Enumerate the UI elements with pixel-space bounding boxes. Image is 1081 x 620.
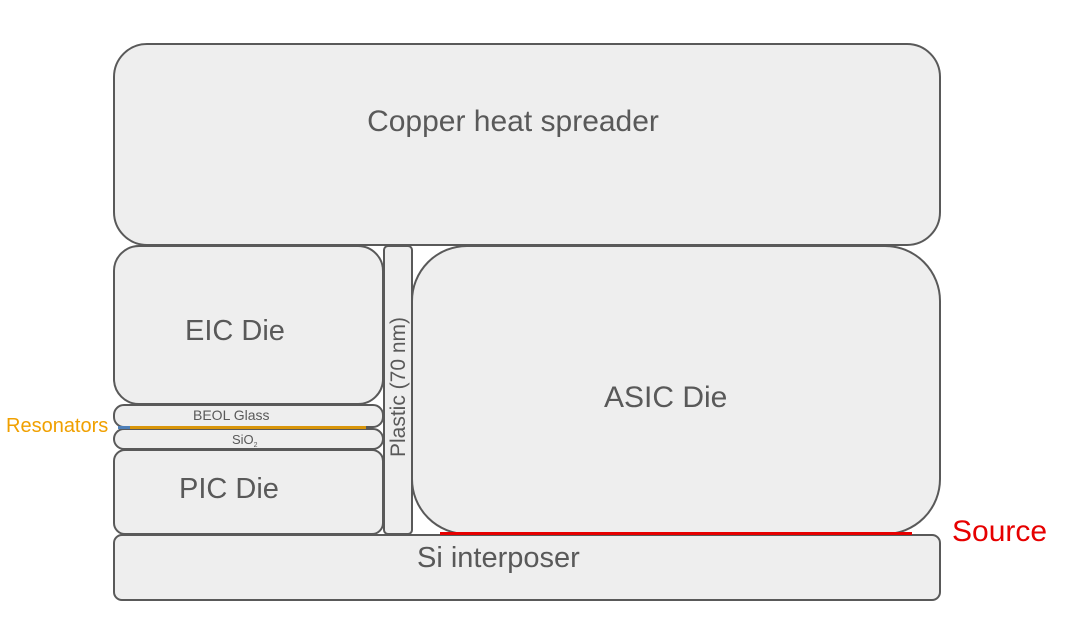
- si-interposer: Si interposer: [113, 534, 941, 601]
- sio2-label: SiO2: [232, 432, 258, 449]
- sio2-label-subscript: 2: [253, 442, 258, 449]
- plastic-layer: Plastic (70 nm): [383, 245, 413, 535]
- eic-die-label: EIC Die: [185, 315, 285, 347]
- sio2-label-text: SiO: [232, 432, 254, 447]
- asic-die: ASIC Die: [411, 245, 941, 535]
- resonators-callout: Resonators: [6, 415, 109, 437]
- si-interposer-label: Si interposer: [417, 542, 580, 574]
- source-callout: Source: [952, 515, 1048, 548]
- beol-glass-layer: BEOL Glass: [113, 404, 384, 428]
- resonator-line-edge-left: [118, 426, 132, 429]
- beol-glass-label: BEOL Glass: [193, 407, 270, 423]
- asic-die-label: ASIC Die: [604, 381, 728, 414]
- pic-die: PIC Die: [113, 449, 384, 535]
- resonator-line: [130, 426, 366, 429]
- source-line: [440, 532, 912, 535]
- copper-heat-spreader: Copper heat spreader: [113, 43, 941, 246]
- eic-die: EIC Die: [113, 245, 384, 405]
- plastic-label: Plastic (70 nm): [387, 316, 410, 458]
- sio2-layer: SiO2: [113, 428, 384, 450]
- copper-heat-spreader-label: Copper heat spreader: [367, 105, 659, 138]
- pic-die-label: PIC Die: [179, 473, 279, 505]
